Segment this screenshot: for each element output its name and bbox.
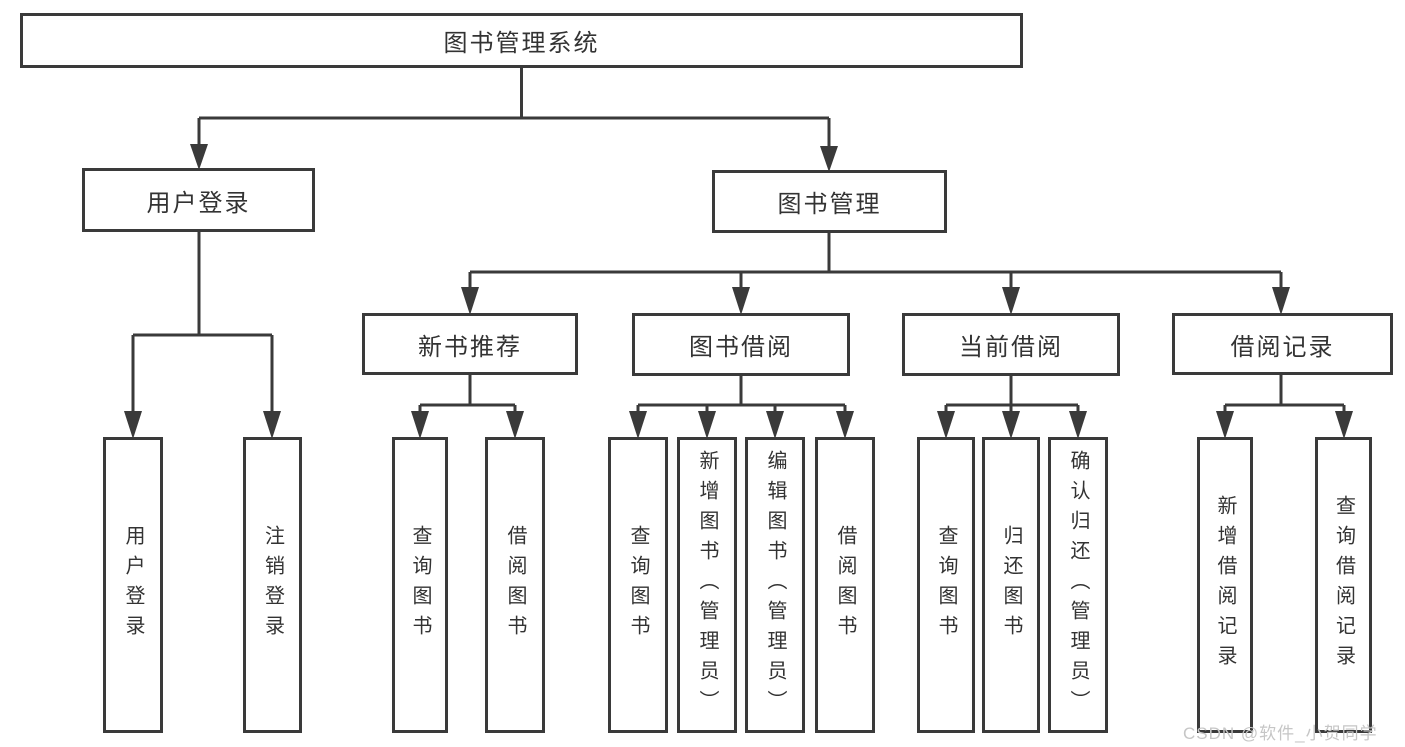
branch-user-login <box>124 232 281 439</box>
leaf-query-books-recommend: 查询图书 <box>392 437 448 733</box>
leaf-confirm-return-admin-label: 确认归还（管理员） <box>1067 450 1089 720</box>
leaf-add-books-admin: 新增图书（管理员） <box>677 437 737 733</box>
leaf-query-books-recommend-label: 查询图书 <box>409 525 431 645</box>
leaf-query-books-borrowing: 查询图书 <box>608 437 668 733</box>
branch-current-borrowing <box>937 376 1087 439</box>
leaf-logout: 注销登录 <box>243 437 302 733</box>
leaf-user-login: 用户登录 <box>103 437 163 733</box>
leaf-confirm-return-admin: 确认归还（管理员） <box>1048 437 1108 733</box>
branch-book-management <box>461 233 1290 315</box>
node-book-borrowing: 图书借阅 <box>632 313 850 376</box>
leaf-query-borrow-record: 查询借阅记录 <box>1315 437 1372 733</box>
node-new-book-recommendation-label: 新书推荐 <box>418 333 522 361</box>
leaf-borrow-books-recommend: 借阅图书 <box>485 437 545 733</box>
node-borrowing-records: 借阅记录 <box>1172 313 1393 375</box>
leaf-query-books-current: 查询图书 <box>917 437 975 733</box>
leaf-borrow-books-borrowing: 借阅图书 <box>815 437 875 733</box>
branch-root <box>190 68 838 172</box>
leaf-user-login-label: 用户登录 <box>122 525 144 645</box>
node-current-borrowing: 当前借阅 <box>902 313 1120 376</box>
node-library-system: 图书管理系统 <box>20 13 1023 68</box>
node-user-login-label: 用户登录 <box>146 189 251 217</box>
node-borrowing-records-label: 借阅记录 <box>1230 333 1335 361</box>
leaf-borrow-books-borrowing-label: 借阅图书 <box>834 525 856 645</box>
node-current-borrowing-label: 当前借阅 <box>959 334 1063 361</box>
leaf-logout-label: 注销登录 <box>261 525 284 645</box>
branch-new-book-recommendation <box>411 375 524 439</box>
node-library-system-label: 图书管理系统 <box>443 30 600 57</box>
leaf-borrow-books-recommend-label: 借阅图书 <box>504 525 526 645</box>
leaf-edit-books-admin: 编辑图书（管理员） <box>745 437 805 733</box>
leaf-return-books-label: 归还图书 <box>1000 525 1022 645</box>
node-book-management: 图书管理 <box>712 170 947 233</box>
leaf-query-books-borrowing-label: 查询图书 <box>627 525 649 645</box>
leaf-add-books-admin-label: 新增图书（管理员） <box>696 450 718 720</box>
branch-borrowing-records <box>1216 375 1353 439</box>
csdn-watermark: CSDN @软件_小贺同学 <box>1183 724 1378 743</box>
node-user-login: 用户登录 <box>82 168 315 232</box>
leaf-add-borrow-record-label: 新增借阅记录 <box>1214 495 1236 675</box>
node-new-book-recommendation: 新书推荐 <box>362 313 578 375</box>
leaf-return-books: 归还图书 <box>982 437 1040 733</box>
leaf-edit-books-admin-label: 编辑图书（管理员） <box>764 450 786 720</box>
node-book-management-label: 图书管理 <box>777 191 882 218</box>
leaf-query-books-current-label: 查询图书 <box>935 525 957 645</box>
leaf-query-borrow-record-label: 查询借阅记录 <box>1332 495 1355 675</box>
branch-book-borrowing <box>629 376 854 439</box>
node-book-borrowing-label: 图书借阅 <box>689 334 793 361</box>
leaf-add-borrow-record: 新增借阅记录 <box>1197 437 1253 733</box>
